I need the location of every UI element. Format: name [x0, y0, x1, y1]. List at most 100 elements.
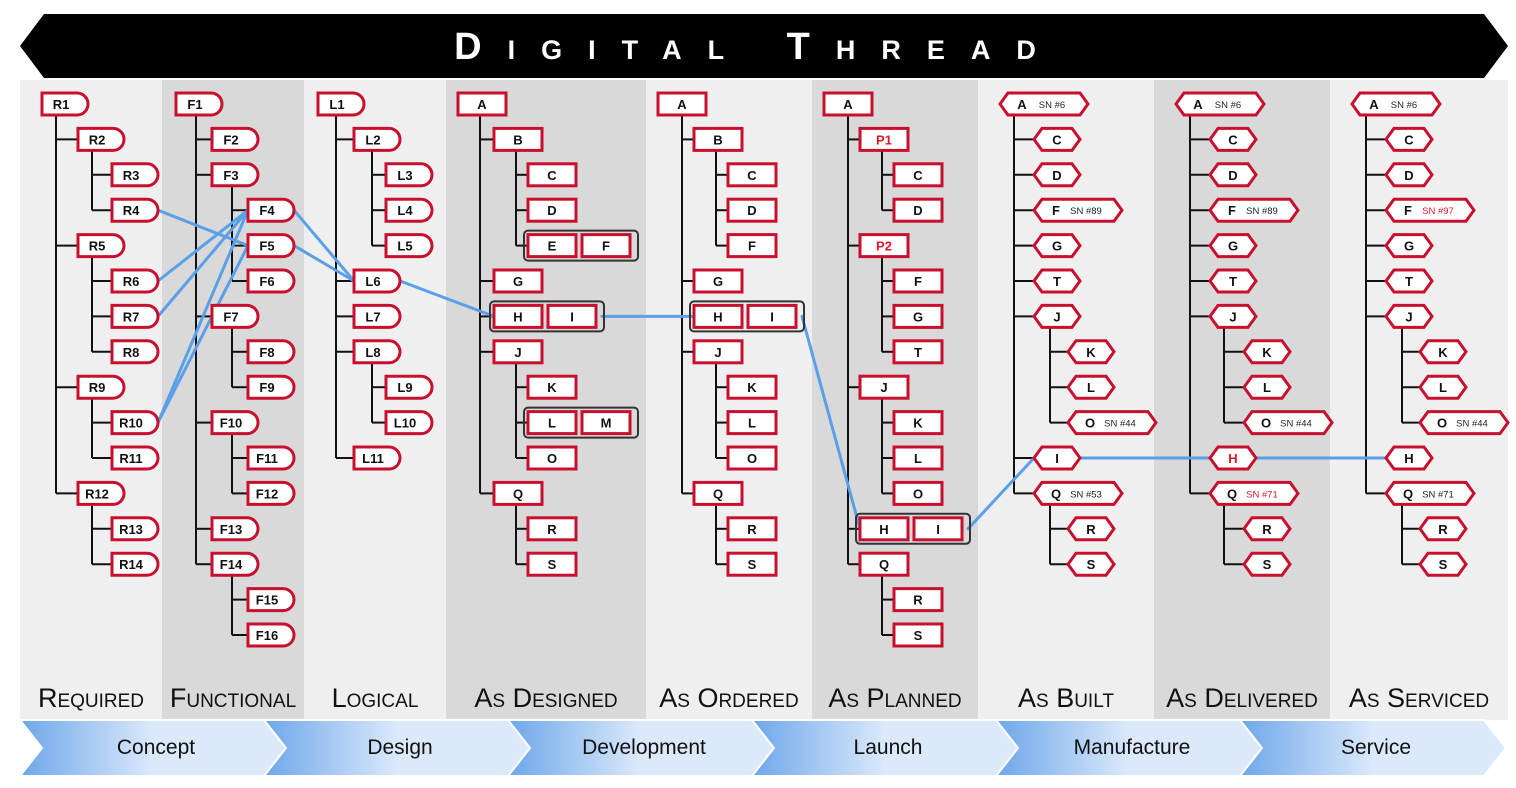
node-label: F2	[223, 132, 238, 147]
node-as-serviced-f: F SN #97	[1384, 197, 1476, 223]
node-required-r2: R2	[76, 126, 126, 152]
node-label: T	[1229, 274, 1237, 289]
nodes: R1R2R3R4R5R6R7R8R9R10R11R12R13R14F1F2F3F…	[40, 91, 1510, 648]
node-serial: SN #97	[1422, 206, 1454, 217]
node-functional-f9: F9	[246, 374, 296, 400]
node-as-serviced-s: S	[1418, 551, 1468, 577]
node-label: S	[914, 628, 923, 643]
node-label: F	[1404, 203, 1412, 218]
node-label: F14	[220, 557, 243, 572]
node-label: D	[1052, 168, 1061, 183]
node-as-planned-j: J	[858, 374, 910, 400]
node-as-designed-l: ML	[523, 406, 639, 439]
node-required-r14: R14	[110, 551, 160, 577]
node-label: R7	[123, 309, 140, 324]
node-label: S	[748, 557, 757, 572]
phase-label-launch: Launch	[853, 736, 923, 759]
node-label: R	[747, 522, 757, 537]
node-label: A	[1017, 97, 1027, 112]
node-required-r7: R7	[110, 303, 160, 329]
node-label: C	[1404, 132, 1414, 147]
phase-label-concept: Concept	[116, 736, 196, 759]
node-label: L9	[397, 380, 412, 395]
node-as-built-l: L	[1066, 374, 1116, 400]
node-label: B	[713, 132, 722, 147]
column-title-required: Required	[37, 683, 145, 713]
phase-label-manufacture: Manufacture	[1073, 736, 1191, 759]
phase-label-design: Design	[367, 736, 433, 759]
column-title-as-built: As Built	[1018, 683, 1114, 713]
node-label: P2	[876, 239, 892, 254]
node-serial: SN #44	[1456, 419, 1488, 430]
node-label: D	[1404, 168, 1413, 183]
node-label: F11	[256, 451, 278, 466]
node-label: F	[748, 239, 756, 254]
node-label: F8	[259, 345, 274, 360]
node-logical-l2: L2	[352, 126, 402, 152]
node-label: F5	[259, 239, 274, 254]
node-as-built-t: T	[1032, 268, 1082, 294]
node-label: F15	[256, 593, 278, 608]
column-title-as-ordered: As Ordered	[659, 683, 799, 713]
node-label: T	[914, 345, 922, 360]
node-required-r9: R9	[76, 374, 126, 400]
node-label: S	[1087, 557, 1096, 572]
node-logical-l1: L1	[316, 91, 366, 117]
node-label: L	[1439, 380, 1447, 395]
node-label: O	[547, 451, 557, 466]
node-serial: SN #6	[1391, 100, 1417, 111]
phase-arrow-service	[1237, 719, 1508, 777]
node-label: S	[548, 557, 557, 572]
node-label: H	[713, 309, 722, 324]
node-as-serviced-l: L	[1418, 374, 1468, 400]
node-label: Q	[1403, 486, 1413, 501]
node-serial: SN #71	[1422, 489, 1454, 500]
node-as-planned-t: T	[892, 339, 944, 365]
node-label: O	[1437, 416, 1447, 431]
column-title-as-planned: As Planned	[828, 683, 962, 713]
node-as-planned-a: A	[822, 91, 874, 117]
node-label: L11	[362, 451, 384, 466]
node-label: G	[513, 274, 523, 289]
node-as-serviced-t: T	[1384, 268, 1434, 294]
node-as-built-s: S	[1066, 551, 1116, 577]
node-functional-f6: F6	[246, 268, 296, 294]
column-title-logical: Logical	[331, 683, 419, 713]
node-label: R5	[89, 239, 106, 254]
node-label: C	[747, 168, 757, 183]
node-functional-f13: F13	[210, 516, 260, 542]
node-required-r5: R5	[76, 233, 126, 259]
column-title-as-delivered: As Delivered	[1166, 683, 1318, 713]
node-as-ordered-c: C	[726, 162, 778, 188]
node-label: R14	[119, 557, 144, 572]
node-required-r6: R6	[110, 268, 160, 294]
node-functional-f1: F1	[174, 91, 224, 117]
node-as-serviced-j: J	[1384, 303, 1434, 329]
node-label: R1	[53, 97, 70, 112]
group-box	[689, 300, 805, 333]
node-as-built-k: K	[1066, 339, 1116, 365]
node-label: B	[513, 132, 522, 147]
node-as-delivered-g: G	[1208, 233, 1258, 259]
node-label: L5	[397, 239, 412, 254]
node-functional-f15: F15	[246, 587, 296, 613]
node-as-ordered-f: F	[726, 233, 778, 259]
node-label: L6	[365, 274, 380, 289]
node-functional-f8: F8	[246, 339, 296, 365]
node-as-planned-f: F	[892, 268, 944, 294]
node-as-designed-o: O	[526, 445, 578, 471]
node-label: R	[913, 593, 923, 608]
node-as-built-i: I	[1032, 445, 1082, 471]
node-as-serviced-d: D	[1384, 162, 1434, 188]
node-as-ordered-j: J	[692, 339, 744, 365]
node-as-designed-h: IH	[489, 300, 605, 333]
group-box	[489, 300, 605, 333]
node-label: F12	[256, 486, 278, 501]
node-label: D	[747, 203, 756, 218]
node-as-designed-j: J	[492, 339, 544, 365]
node-as-serviced-r: R	[1418, 516, 1468, 542]
node-required-r1: R1	[40, 91, 90, 117]
node-as-delivered-j: J	[1208, 303, 1258, 329]
